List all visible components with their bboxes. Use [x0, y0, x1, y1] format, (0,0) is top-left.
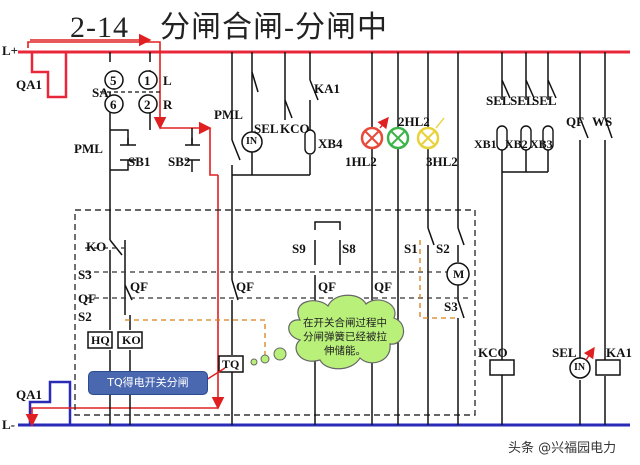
sel-label-b: SEL	[510, 93, 535, 108]
callout-pointer	[205, 367, 226, 381]
motor-label: M	[453, 267, 465, 281]
switch-contacts	[109, 71, 613, 319]
sel-label-a: SEL	[486, 93, 511, 108]
terminal-links	[304, 125, 554, 155]
contact-1: 1	[144, 73, 151, 88]
signal-lamp-green	[386, 126, 410, 150]
qf-label-5: QF	[374, 279, 393, 294]
position-r: R	[163, 97, 173, 112]
qa1-bottom-breaker	[28, 380, 72, 425]
qf-label-3: QF	[236, 279, 255, 294]
in-label-2: IN	[574, 362, 586, 373]
spring-note: 在开关合闸过程中分闸弹簧已经被拉伸储能。	[303, 317, 387, 357]
kco-label-1: KCO	[280, 121, 310, 136]
qf-label-2: QF	[78, 291, 97, 306]
sel-label-c: SEL	[532, 93, 557, 108]
s9-label: S9	[292, 241, 306, 256]
position-l: L	[163, 73, 172, 88]
contact-6: 6	[110, 97, 117, 112]
coils	[87, 331, 621, 376]
s3b-label: S3	[444, 299, 458, 314]
contact-5: 5	[110, 73, 117, 88]
qa1-top-label: QA1	[16, 77, 42, 92]
wiring	[109, 52, 606, 425]
s1-label: S1	[404, 241, 418, 256]
bus-positive-label: L+	[2, 43, 19, 58]
s3-label: S3	[78, 267, 92, 282]
qf-label-1: QF	[130, 279, 149, 294]
signal-lamp-yellow	[416, 117, 445, 150]
spring-link-dashes	[125, 240, 458, 355]
s2b-label: S2	[436, 241, 450, 256]
xb3-label: XB3	[530, 137, 553, 151]
bus-negative-label: L-	[2, 417, 15, 432]
sel-indicator-arrow	[583, 346, 595, 361]
qf-label-4: QF	[318, 279, 337, 294]
interlock-dashes	[85, 247, 470, 299]
sb2-label: SB2	[168, 154, 191, 169]
lamp-2hl2-label: 2HL2	[398, 114, 430, 129]
in-label-1: IN	[246, 136, 258, 147]
s8-label: S8	[342, 241, 356, 256]
ko-coil-label: KO	[122, 333, 141, 347]
motor	[446, 262, 470, 286]
mechanism-dashed-box	[74, 209, 476, 416]
ws-label: WS	[592, 114, 613, 129]
tq-callout: TQ得电开关分闸	[88, 371, 208, 395]
thought-bubbles	[250, 347, 287, 366]
ka1-top-label: KA1	[314, 81, 340, 96]
cloud-bubble	[288, 294, 405, 370]
sel-label-2: SEL	[552, 345, 577, 360]
qa1-bottom-label: QA1	[16, 387, 42, 402]
s2-label: S2	[78, 309, 92, 324]
sb1-label: SB1	[128, 154, 151, 169]
ko-label: KO	[86, 239, 107, 254]
qf-top-label: QF	[566, 114, 585, 129]
pml-right-label: PML	[214, 107, 243, 122]
hq-coil-label: HQ	[91, 333, 110, 347]
kco-label-2: KCO	[478, 345, 508, 360]
contact-2: 2	[144, 97, 151, 112]
xb2-label: XB2	[505, 137, 528, 151]
lamp-1hl2-label: 1HL2	[345, 154, 377, 169]
current-flow-path	[25, 33, 225, 427]
sel-label-1: SEL	[254, 121, 279, 136]
push-buttons	[120, 138, 200, 161]
pml-left-label: PML	[74, 141, 103, 156]
lamp-3hl2-label: 3HL2	[426, 154, 458, 169]
tq-coil-label: TQ	[222, 357, 240, 371]
sa-label: SA	[92, 85, 109, 100]
watermark: 头条 @兴福园电力	[508, 441, 617, 456]
signal-lamp-red	[360, 116, 389, 150]
qa1-top-breaker	[30, 52, 68, 99]
ka1-bottom-label: KA1	[606, 345, 632, 360]
indicator-in	[241, 131, 591, 379]
selector-switch-sa	[104, 70, 158, 114]
page-title: 2-14 分闸合闸-分闸中	[70, 11, 388, 44]
xb4-label: XB4	[318, 136, 343, 151]
xb1-label: XB1	[474, 137, 497, 151]
